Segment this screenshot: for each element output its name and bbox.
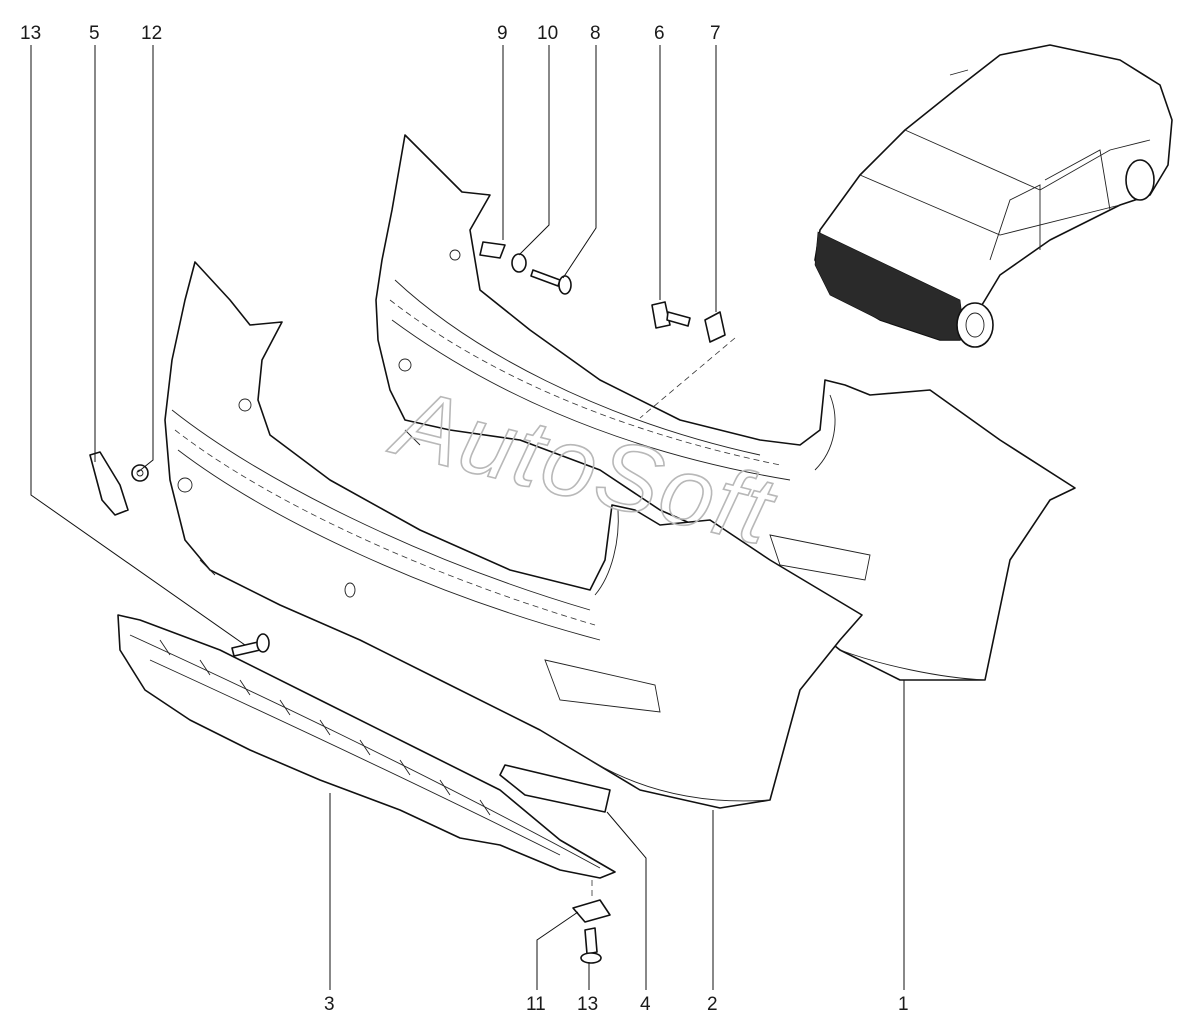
part-8-screw xyxy=(530,269,572,295)
callout-5: 5 xyxy=(89,23,100,44)
callout-8: 8 xyxy=(590,23,601,44)
part-6-bolt xyxy=(651,301,691,329)
leader-lines xyxy=(30,45,905,990)
callout-7: 7 xyxy=(710,23,721,44)
part-10-washer xyxy=(511,253,527,273)
part-4-reflector xyxy=(499,764,611,813)
callout-4: 4 xyxy=(640,994,651,1015)
part-2-rear-bumper-cover xyxy=(164,261,863,809)
callout-9: 9 xyxy=(497,23,508,44)
callout-2: 2 xyxy=(707,994,718,1015)
part-9-bracket-clip xyxy=(479,241,506,259)
callout-10: 10 xyxy=(537,23,558,44)
part-7-push-clip xyxy=(704,311,726,343)
part-11-clip xyxy=(572,899,611,923)
vehicle-locator-illustration xyxy=(814,44,1173,348)
callout-13-bottom: 13 xyxy=(577,994,598,1015)
part-12-clip-nut xyxy=(131,464,149,482)
callout-labels: 13 5 12 9 10 8 6 7 3 11 13 4 2 1 xyxy=(20,23,909,1015)
part-3-lower-diffuser xyxy=(117,614,616,879)
part-1-rear-bumper-cover xyxy=(375,134,1076,681)
callout-13-top: 13 xyxy=(20,23,41,44)
callout-1: 1 xyxy=(898,994,909,1015)
part-13-screw-lower xyxy=(580,927,602,964)
callout-12: 12 xyxy=(141,23,162,44)
callout-6: 6 xyxy=(654,23,665,44)
part-5-bracket xyxy=(89,451,129,516)
part-13-screw-upper xyxy=(231,633,270,657)
callout-11: 11 xyxy=(526,994,546,1015)
callout-3: 3 xyxy=(324,994,335,1015)
